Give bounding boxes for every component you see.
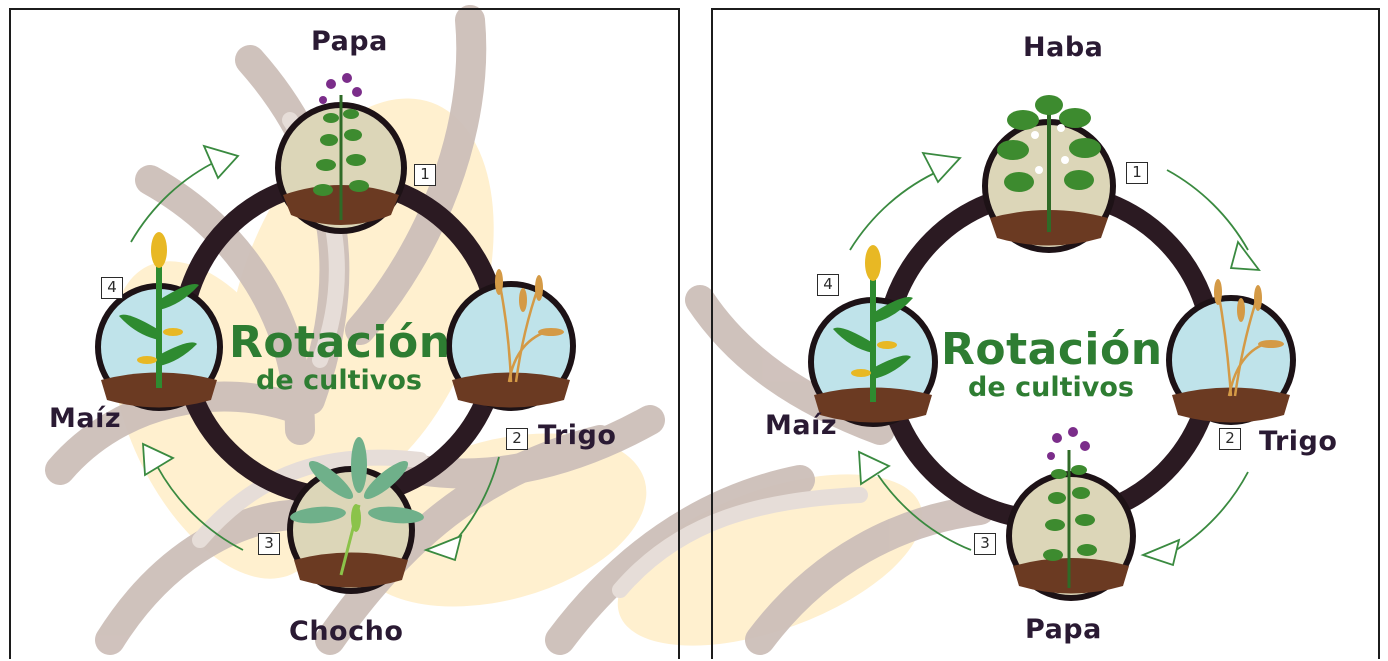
step-badge-1: 1 [414,164,436,186]
step-badge-1: 1 [1126,162,1148,184]
step-badge-3: 3 [974,533,996,555]
title-line-2: de cultivos [229,365,449,397]
crop-label-top: Haba [1023,32,1103,63]
cycle-arrow-head [923,153,960,182]
crop-circle-wheat [449,269,573,408]
crop-label-bottom: Chocho [289,616,403,647]
diagram-title: Rotación de cultivos [229,321,449,397]
crop-circle-wheat [1169,279,1293,423]
title-line-1: Rotación [229,321,449,365]
rotation-panel-right: Haba Trigo Papa Maíz 1 2 3 4 Rotación de… [711,8,1380,659]
step-badge-2: 2 [1219,428,1241,450]
cycle-arrow-head [859,452,889,484]
cycle-arrow-path [157,466,243,550]
cycle-arrow-path [131,160,219,242]
step-badge-3: 3 [258,533,280,555]
cycle-arrow-path [1173,472,1248,552]
diagram-title: Rotación de cultivos [941,328,1161,404]
step-badge-4: 4 [817,274,839,296]
step-badge-4: 4 [101,277,123,299]
title-line-2: de cultivos [941,372,1161,404]
crop-label-bottom: Papa [1025,614,1102,645]
rotation-panel-left: Papa Trigo Chocho Maíz 1 2 3 4 Rotación … [9,8,680,659]
cycle-arrow-head [143,444,173,475]
cycle-arrow-head [1143,540,1179,565]
crop-label-left: Maíz [49,403,121,434]
crop-circle-broad-bean [985,95,1113,250]
crop-circle-lupin [289,437,424,591]
crop-circle-potato [1009,427,1133,598]
title-line-1: Rotación [941,328,1161,372]
crop-label-top: Papa [311,26,388,57]
cycle-arrow-head [426,536,461,560]
crop-circle-potato [278,73,404,231]
step-badge-2: 2 [506,428,528,450]
cycle-arrow-head [204,146,238,178]
crop-label-right: Trigo [1259,426,1337,457]
cycle-arrow-path [449,457,499,548]
cycle-arrow-path [1167,170,1248,250]
crop-label-left: Maíz [765,410,837,441]
crop-label-right: Trigo [538,420,616,451]
